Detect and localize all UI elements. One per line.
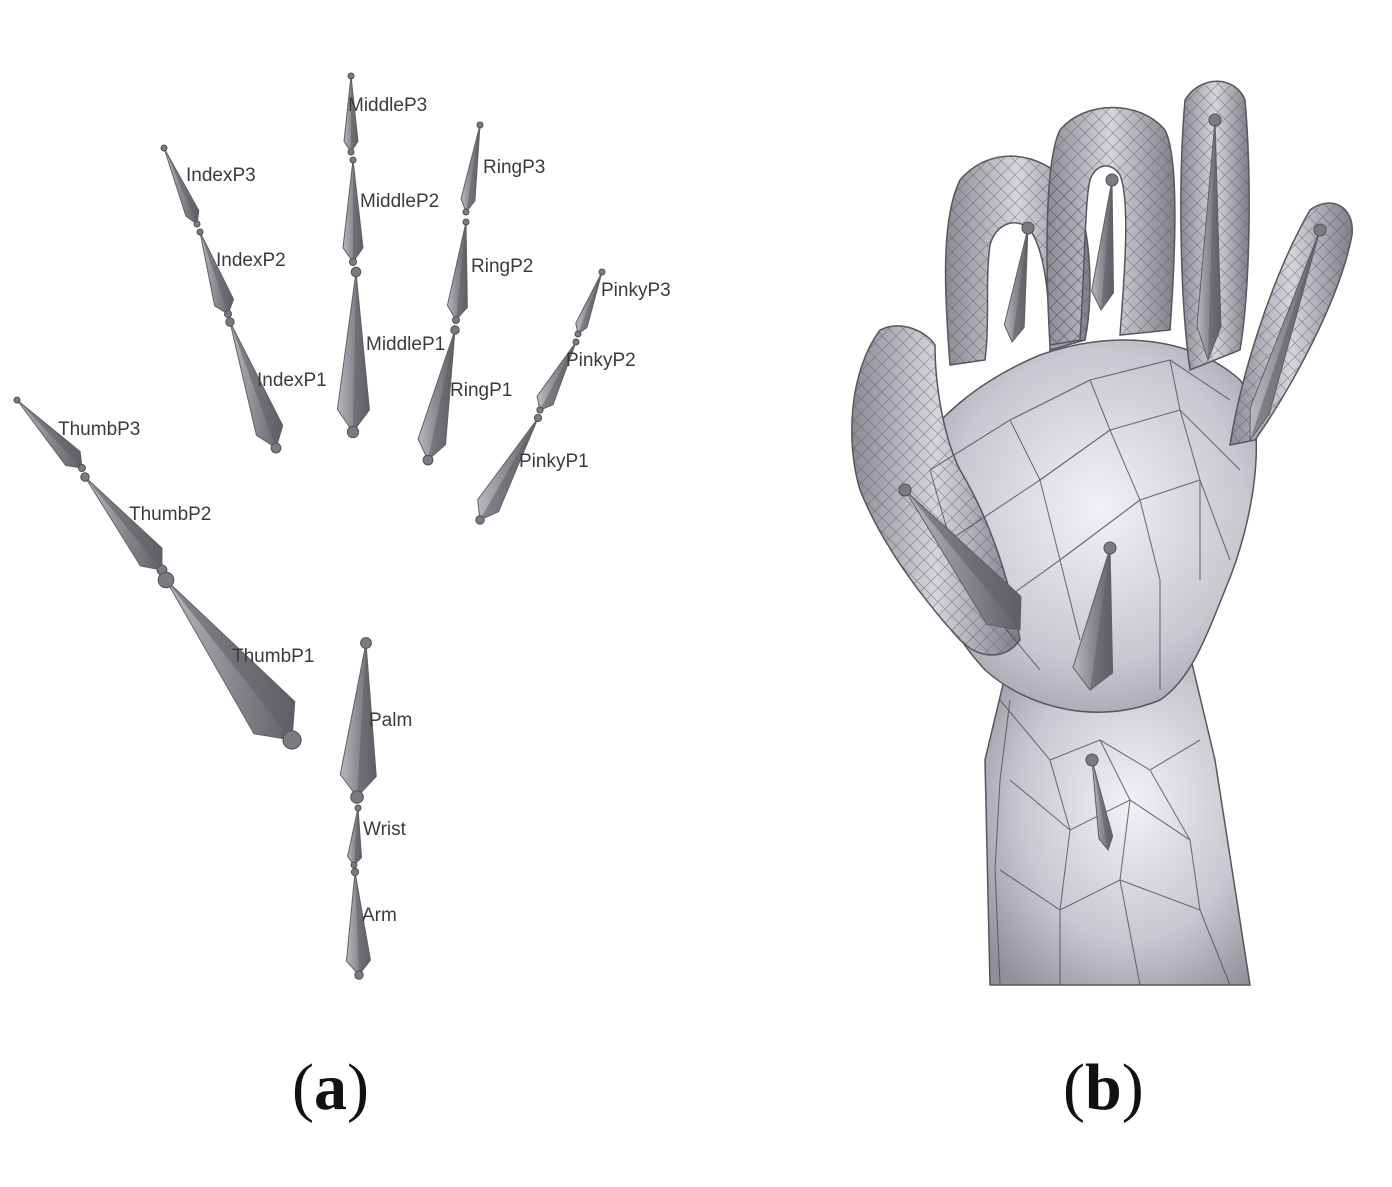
mesh-wireframe [929,359,1241,986]
joint-pinkyp3-head [598,268,606,276]
armature-skeleton-panel: MiddleP3 MiddleP2 MiddleP1 IndexP3 Index… [13,72,671,980]
joint-thumbp3-head [13,396,21,404]
bone-label-ring-p1: RingP1 [450,380,512,401]
joint-middlep1-head [350,266,362,278]
paren-open: ( [1063,1051,1085,1124]
bone-label-thumb-p1: ThumbP1 [232,646,314,667]
joint-middlep2-head [349,156,357,164]
bone-shade-pinkyp1 [480,418,538,520]
bone-label-arm: Arm [362,905,397,926]
bone-shade-middlep3 [351,76,358,152]
panel-letter-a: a [313,1051,347,1124]
joint-palm-head [360,637,372,649]
joint-mesh-palm-head [1103,541,1117,555]
joint-ringp1-tail [422,454,434,466]
bone-shade-ringp2 [456,222,468,320]
joint-palm-tail [350,790,364,804]
joint-thumbp1-tail [282,730,302,750]
joint-arm-tail [354,970,364,980]
joint-ringp3-head [476,121,484,129]
bone-shade-mesh-index [1012,228,1028,342]
panel-label-b: (b) [1063,1050,1144,1126]
joint-mesh-index-head [1021,221,1035,235]
joint-indexp2-head [196,228,204,236]
bone-shade-ringp3 [466,125,480,212]
bone-label-thumb-p2: ThumbP2 [129,504,211,525]
joint-thumbp1-head [157,571,175,589]
joint-wrist-tail [350,861,358,869]
joint-middlep1-tail [346,425,360,439]
bone-label-pinky-p1: PinkyP1 [519,451,589,472]
bone-shade-palm [357,643,377,797]
bone-shade-mesh-palm [1090,548,1113,690]
bone-pinkyp3 [575,271,603,335]
bone-label-thumb-p3: ThumbP3 [58,419,140,440]
bone-shade-middlep1 [353,272,370,432]
joint-ringp3-tail [462,208,470,216]
joint-thumbp3-tail [78,464,86,472]
bone-shade-wrist [354,808,362,865]
bone-label-index-p3: IndexP3 [186,165,256,186]
bone-shade-ringp1 [428,330,455,460]
bone-shade-mesh-thumb [905,490,1021,630]
bone-shade-mesh-ring [1208,120,1221,360]
joint-indexp1-tail [270,442,282,454]
joint-ringp2-head [462,218,470,226]
bone-label-middle-p3: MiddleP3 [348,95,427,116]
joint-pinkyp3-tail [574,330,582,338]
panel-letter-b: b [1084,1051,1122,1124]
joint-ringp1-head [450,325,460,335]
joint-middlep3-head [347,72,355,80]
joint-mesh-ring-head [1208,113,1222,127]
bone-label-index-p2: IndexP2 [216,250,286,271]
bone-shade-thumbp1 [166,580,295,740]
joint-mesh-middle-head [1105,173,1119,187]
bone-label-index-p1: IndexP1 [257,370,327,391]
bone-shade-pinkyp3 [578,272,602,334]
bone-label-ring-p3: RingP3 [483,157,545,178]
joint-indexp3-tail [193,220,201,228]
panel-label-a: (a) [292,1050,369,1126]
paren-close: ) [1121,1051,1144,1124]
joint-pinkyp1-head [533,413,543,423]
joint-arm-head [350,867,360,877]
bone-shade-indexp1 [230,322,283,448]
joint-indexp3-head [160,144,168,152]
bone-label-palm: Palm [369,710,412,731]
bone-shade-arm [355,872,371,975]
bone-shade-indexp3 [164,148,199,224]
bone-label-pinky-p2: PinkyP2 [566,350,636,371]
joint-wrist-head [354,804,362,812]
bone-shade-indexp2 [200,232,234,314]
bone-label-middle-p2: MiddleP2 [360,191,439,212]
bone-shade-mesh-pinky [1250,230,1320,440]
joint-mesh-pinky-head [1313,223,1327,237]
joint-indexp1-head [225,317,235,327]
joint-mesh-thumb-head [898,483,912,497]
joint-indexp2-tail [224,310,232,318]
bone-label-wrist: Wrist [363,819,407,840]
joint-pinkyp2-head [572,338,580,346]
bone-shade-pinkyp2 [540,342,576,410]
joint-middlep2-tail [349,258,357,266]
paren-close: ) [346,1051,369,1124]
joint-middlep3-tail [347,148,355,156]
bone-shade-mesh-middle [1101,180,1114,310]
joint-pinkyp1-tail [475,515,485,525]
bone-shade-thumbp2 [85,477,163,570]
hand-mesh-panel [851,80,1353,986]
bone-shade-thumbp3 [17,400,82,468]
bone-label-ring-p2: RingP2 [471,256,533,277]
joint-ringp2-tail [452,316,460,324]
joint-mesh-wrist-head [1085,753,1099,767]
bone-label-pinky-p3: PinkyP3 [601,280,671,301]
bone-label-middle-p1: MiddleP1 [366,334,445,355]
bone-shade-middlep2 [353,160,363,262]
joint-pinkyp2-tail [536,406,544,414]
bone-shade-mesh-wrist [1092,760,1113,850]
joint-thumbp2-head [80,472,90,482]
paren-open: ( [292,1051,314,1124]
